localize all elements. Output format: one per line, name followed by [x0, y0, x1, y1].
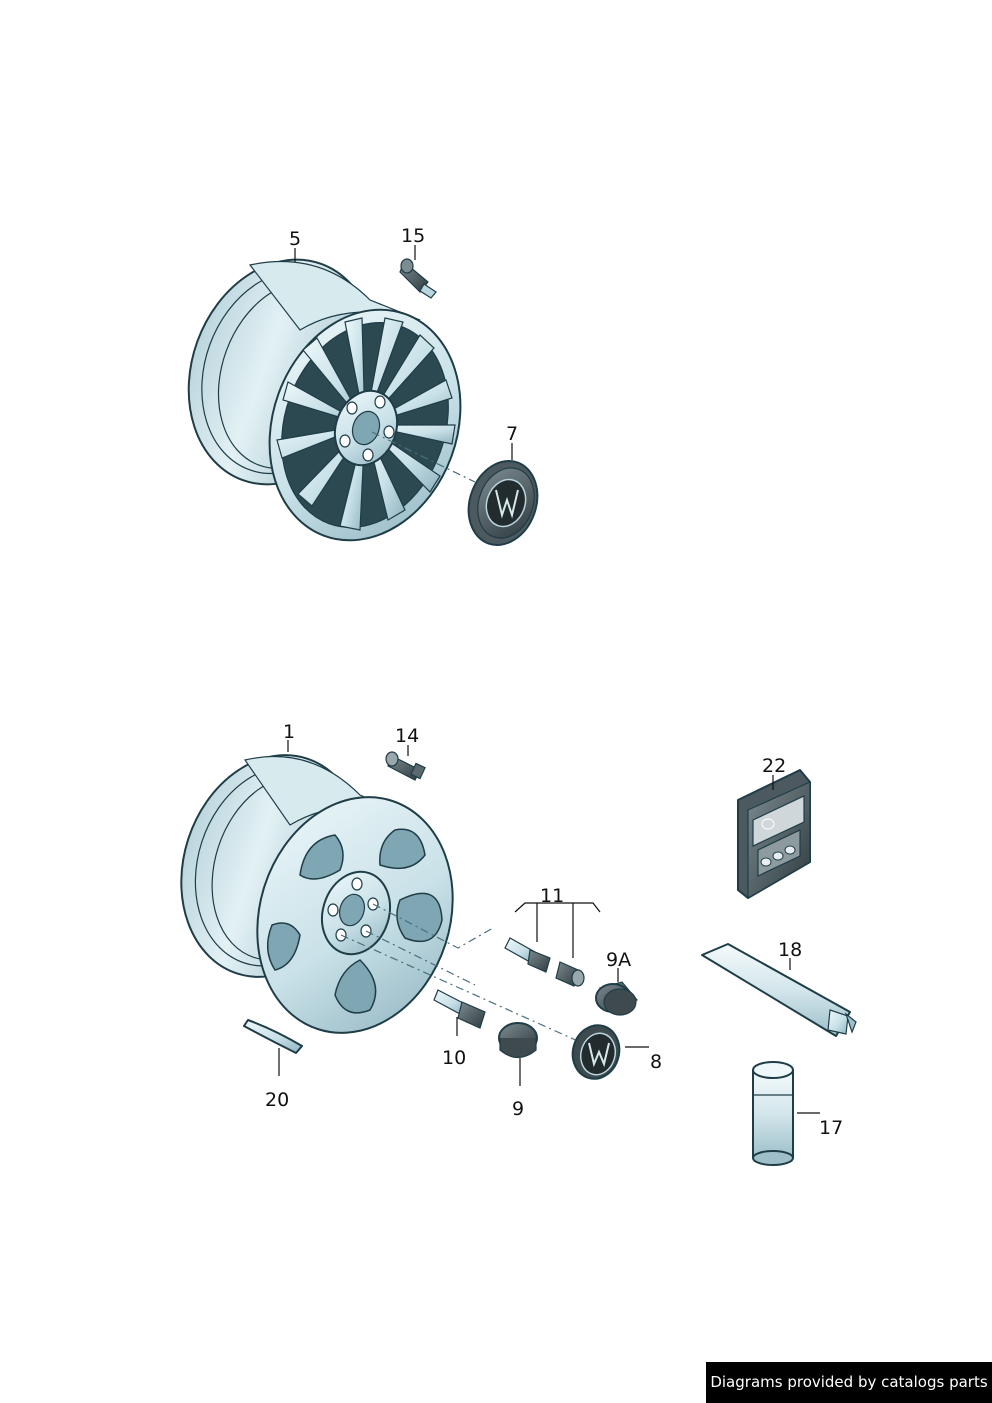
balance-weight-20 — [243, 1019, 303, 1054]
callout-22: 22 — [762, 755, 786, 777]
bolt-cap-9a — [595, 981, 638, 1016]
callout-14: 14 — [395, 725, 419, 747]
callout-15: 15 — [401, 225, 425, 247]
callout-7: 7 — [506, 423, 518, 445]
callout-labels: 5 15 7 1 14 22 11 9A 18 10 8 20 9 17 — [265, 225, 843, 1139]
callout-9a: 9A — [606, 949, 631, 971]
axis-lines-wheel1 — [340, 903, 581, 1043]
callout-17: 17 — [819, 1117, 843, 1139]
wheel-bolt-11 — [504, 937, 551, 973]
wheel-nut-11 — [555, 961, 585, 987]
callout-8: 8 — [650, 1051, 662, 1073]
valve-stem-14 — [385, 751, 426, 781]
callout-11: 11 — [540, 885, 564, 907]
callout-5: 5 — [289, 228, 301, 250]
bolt-kit-package-22 — [737, 769, 811, 900]
callout-18: 18 — [778, 939, 802, 961]
callout-9: 9 — [512, 1098, 524, 1120]
footer-credit: Diagrams provided by catalogs parts — [706, 1362, 992, 1403]
callout-10: 10 — [442, 1047, 466, 1069]
callout-leaders — [278, 245, 820, 1114]
valve-stem-15 — [399, 258, 437, 299]
alloy-wheel-5 — [187, 258, 462, 542]
center-cap-7 — [467, 460, 539, 546]
bolt-cap-9 — [498, 1022, 538, 1059]
callout-20: 20 — [265, 1089, 289, 1111]
axis-line-wheel5-cap — [371, 431, 476, 483]
callout-1: 1 — [283, 721, 295, 743]
center-cap-8 — [571, 1024, 621, 1080]
cleaner-can-17 — [752, 1061, 794, 1166]
wheel-bolt-10 — [433, 989, 486, 1029]
alloy-wheel-1 — [180, 754, 454, 1034]
grease-tube-18 — [701, 943, 857, 1037]
